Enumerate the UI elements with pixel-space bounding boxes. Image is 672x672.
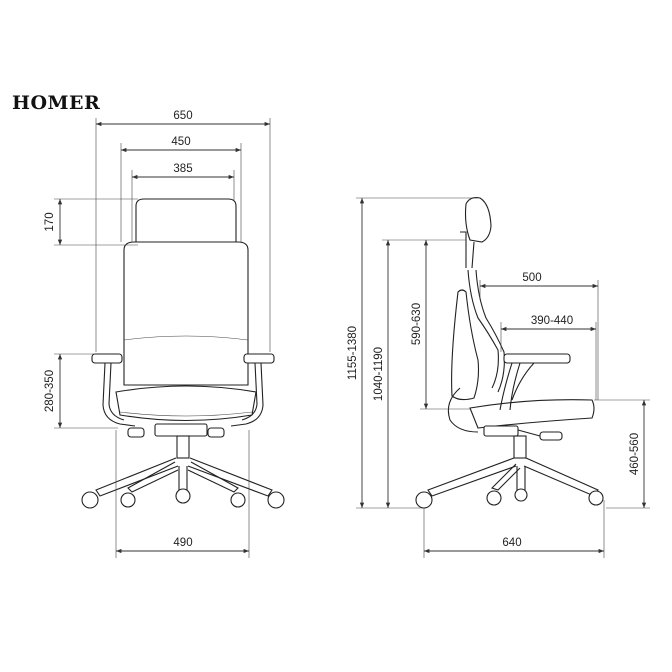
dim-seat-depth: 390-440	[500, 315, 597, 400]
dim-base-depth: 640	[423, 500, 605, 558]
dim-width-back: 450	[120, 136, 242, 242]
label-base-depth: 640	[502, 537, 521, 549]
dim-backrest-height: 590-630	[411, 240, 470, 410]
dim-width-overall: 650	[95, 110, 271, 352]
dim-base-width: 490	[115, 430, 250, 558]
dim-armrest-height: 280-350	[44, 353, 118, 429]
label-base-width: 490	[173, 537, 192, 549]
label-back-height: 1040-1190	[373, 347, 385, 401]
label-width-back: 450	[171, 136, 190, 148]
label-arm-depth: 500	[522, 272, 541, 284]
label-armrest-height: 280-350	[44, 370, 56, 412]
side-view-chair	[415, 197, 604, 509]
label-headrest-height: 170	[44, 212, 56, 231]
label-backrest-height: 590-630	[411, 303, 423, 345]
dim-width-headrest: 385	[131, 163, 235, 242]
label-width-overall: 650	[173, 110, 192, 122]
front-view-chair	[81, 198, 285, 509]
product-title: HOMER	[12, 92, 101, 114]
dim-seat-height: 460-560	[594, 399, 650, 509]
label-width-headrest: 385	[173, 163, 192, 175]
dim-total-height: 1155-1380	[347, 197, 478, 509]
label-seat-height: 460-560	[629, 433, 641, 475]
dim-headrest-height: 170	[44, 198, 138, 246]
label-seat-depth: 390-440	[531, 315, 573, 327]
dim-arm-depth: 500	[479, 272, 599, 400]
label-total-height: 1155-1380	[347, 326, 359, 380]
